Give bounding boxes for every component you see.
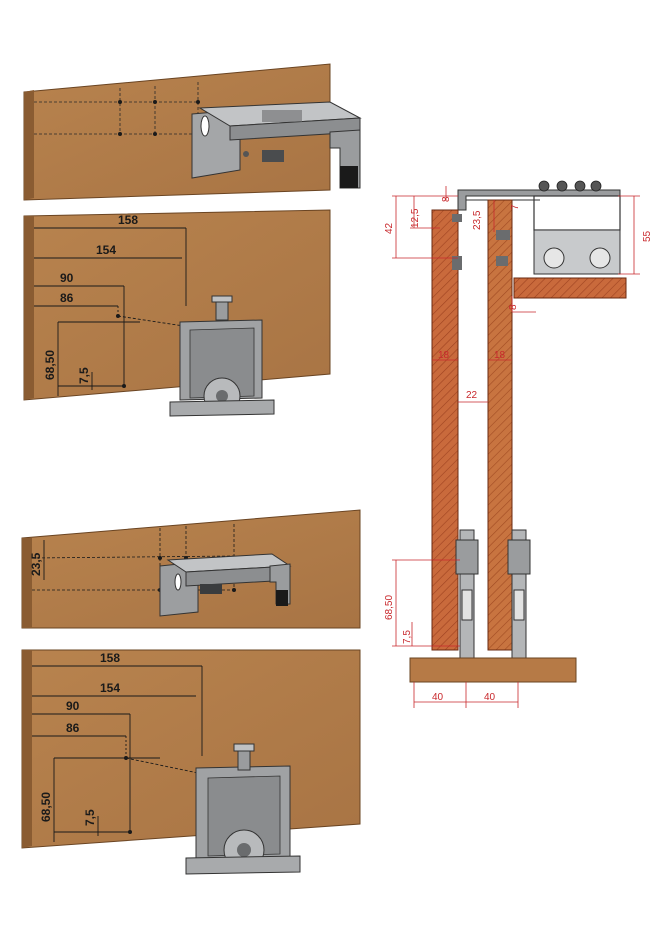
bottom-dim-7-5: 7,5 [83,809,97,826]
section-dim-40-right: 40 [484,692,496,703]
roller-fitting-top [169,295,275,417]
bottom-dim-154: 154 [100,681,120,695]
top-bracket-upper [191,101,362,189]
top-dim-68-50: 68,50 [43,350,57,380]
section-dim-22: 22 [466,390,478,401]
section-dim-lines [392,186,640,708]
roller-fitting-bottom [185,743,301,875]
bottom-dim-158: 158 [100,651,120,665]
section-dim-7: 7 [510,204,521,210]
bottom-dim-23-5: 23,5 [29,552,43,576]
bottom-dim-90: 90 [66,699,80,713]
bottom-dim-68-50: 68,50 [39,792,53,822]
left-door-board [431,209,459,651]
top-panel-upper-guides [34,82,200,135]
top-bracket-lower [159,553,292,617]
section-dim-8-top: 8 [441,196,452,202]
section-dim-40-left: 40 [432,692,444,703]
top-panel-upper-board [23,63,331,201]
section-dim-12-5: 12,5 [410,208,421,228]
section-dim-55: 55 [642,230,653,242]
section-dim-68-50: 68,50 [384,595,395,620]
section-dim-18-right: 18 [494,350,506,361]
top-panel-lower-board [23,209,331,401]
carriage [533,195,621,231]
right-door-board [487,199,513,651]
bottom-panel-lower-board [21,649,361,849]
floor-slab [409,657,577,683]
bottom-dim-86: 86 [66,721,80,735]
section-dim-23-5: 23,5 [472,210,483,230]
section-dim-42: 42 [384,222,395,234]
top-dim-7-5: 7,5 [77,367,91,384]
section-dim-8-side: 8 [508,304,519,310]
section-bottom-fittings [455,529,531,661]
top-dim-86: 86 [60,291,74,305]
section-dim-18-left: 18 [438,350,450,361]
section-dim-7-5: 7,5 [402,630,413,644]
top-dim-154: 154 [96,243,116,257]
top-dim-90: 90 [60,271,74,285]
top-dim-158: 158 [118,213,138,227]
section-view [409,180,627,683]
top-shelf [513,277,627,299]
